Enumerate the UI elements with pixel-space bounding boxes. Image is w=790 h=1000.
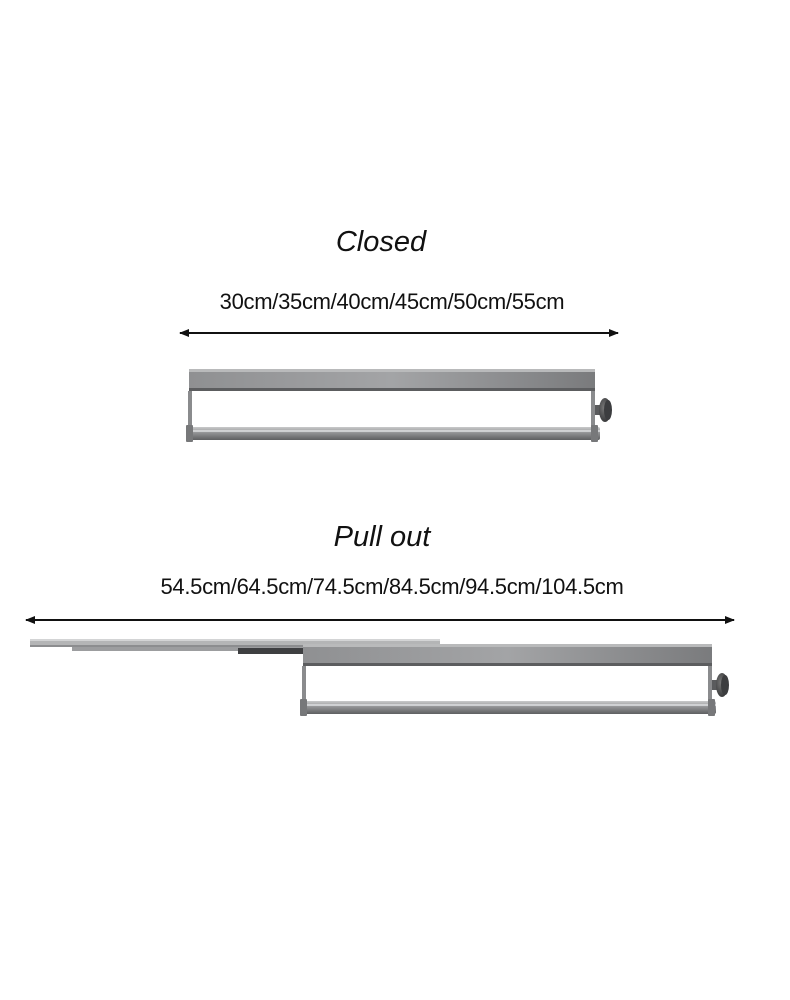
knob-icon [712, 673, 729, 697]
closed-rack [186, 369, 612, 442]
pull-out-rack [30, 639, 729, 716]
closed-dimensions-label: 30cm/35cm/40cm/45cm/50cm/55cm [219, 289, 565, 314]
pull-out-title: Pull out [333, 521, 431, 553]
pull-out-dimensions-label: 54.5cm/64.5cm/74.5cm/84.5cm/94.5cm/104.5… [160, 574, 624, 599]
knob-icon [595, 398, 612, 422]
closed-title: Closed [335, 226, 427, 258]
